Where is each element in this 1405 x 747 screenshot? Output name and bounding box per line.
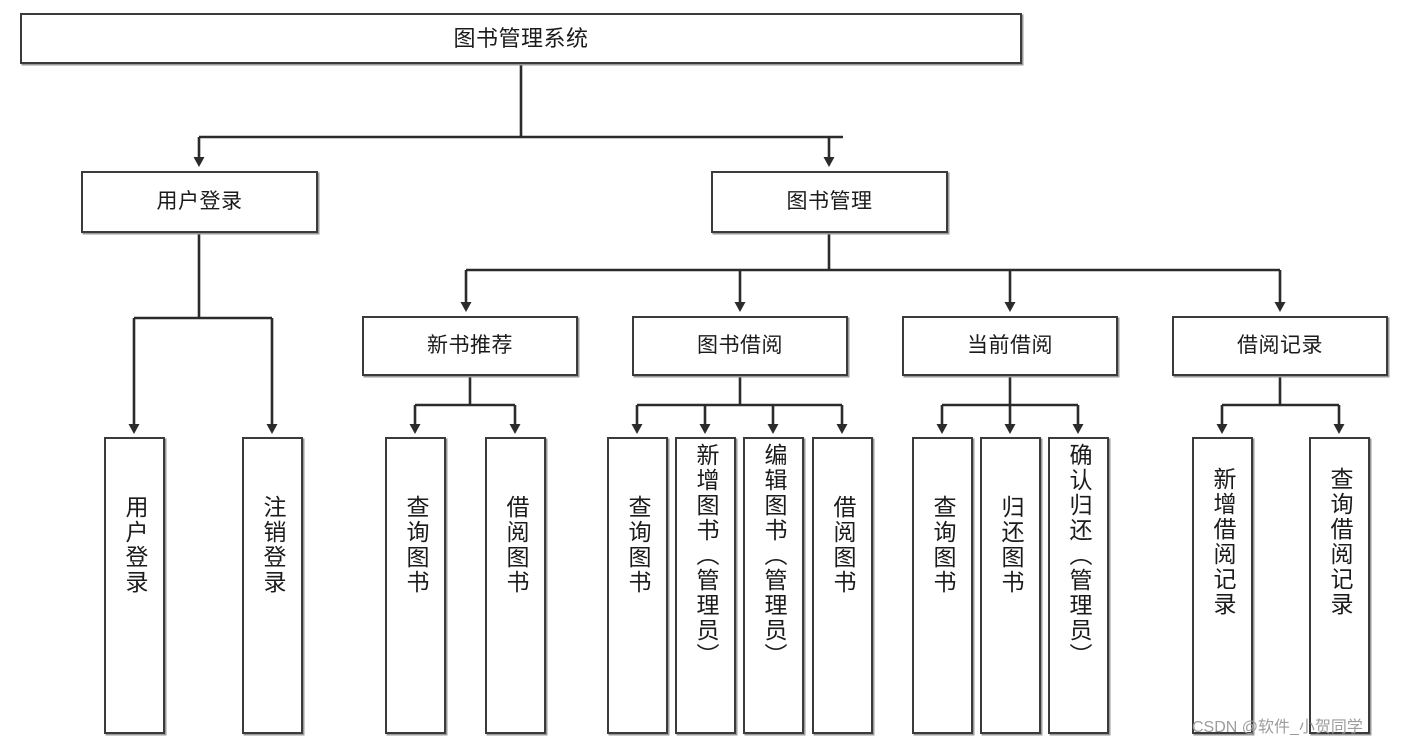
node-label: 借阅图书	[503, 495, 529, 595]
leaf-return-book[interactable]: 归还图书	[980, 437, 1041, 734]
leaf-borrow-book-new[interactable]: 借阅图书	[485, 437, 546, 734]
leaf-query-book-current[interactable]: 查询图书	[912, 437, 973, 734]
node-label: 归还图书	[998, 495, 1024, 595]
leaf-query-book-new[interactable]: 查询图书	[385, 437, 446, 734]
node-label: 图书管理系统	[453, 25, 589, 51]
watermark-csdn: CSDN @软件_小贺同学	[1192, 719, 1363, 736]
node-borrowing-records[interactable]: 借阅记录	[1172, 316, 1388, 376]
node-label: 查询图书	[930, 495, 956, 595]
node-label: 查询图书	[625, 495, 651, 595]
node-label: 图书管理	[786, 189, 873, 213]
node-label: 查询图书	[403, 495, 429, 595]
node-label: 借阅记录	[1237, 333, 1323, 357]
node-label: 查询借阅记录	[1327, 467, 1353, 617]
leaf-add-borrow-record[interactable]: 新增借阅记录	[1192, 437, 1253, 734]
node-user-login[interactable]: 用户登录	[81, 171, 318, 233]
leaf-confirm-return-admin[interactable]: 确认归还（管理员）	[1048, 437, 1109, 734]
leaf-user-login[interactable]: 用户登录	[104, 437, 165, 734]
node-new-book-recommendation[interactable]: 新书推荐	[362, 316, 578, 376]
leaf-edit-book-admin[interactable]: 编辑图书（管理员）	[743, 437, 804, 734]
node-label: 新增借阅记录	[1210, 467, 1236, 617]
leaf-borrow-book[interactable]: 借阅图书	[812, 437, 873, 734]
node-label: 用户登录	[156, 189, 243, 213]
node-label: 编辑图书（管理员）	[761, 443, 787, 668]
leaf-query-borrow-record[interactable]: 查询借阅记录	[1309, 437, 1370, 734]
node-label: 新书推荐	[427, 333, 513, 357]
node-book-borrowing[interactable]: 图书借阅	[632, 316, 848, 376]
node-root-book-management-system[interactable]: 图书管理系统	[20, 13, 1022, 64]
node-label: 图书借阅	[697, 333, 783, 357]
node-label: 确认归还（管理员）	[1066, 443, 1092, 668]
node-label: 新增图书（管理员）	[693, 443, 719, 668]
leaf-query-book-borrow[interactable]: 查询图书	[607, 437, 668, 734]
leaf-add-book-admin[interactable]: 新增图书（管理员）	[675, 437, 736, 734]
node-label: 用户登录	[122, 495, 148, 595]
node-book-management[interactable]: 图书管理	[711, 171, 948, 233]
node-label: 当前借阅	[967, 333, 1053, 357]
node-label: 注销登录	[260, 495, 286, 595]
leaf-logout[interactable]: 注销登录	[242, 437, 303, 734]
node-current-borrowing[interactable]: 当前借阅	[902, 316, 1118, 376]
node-label: 借阅图书	[830, 495, 856, 595]
